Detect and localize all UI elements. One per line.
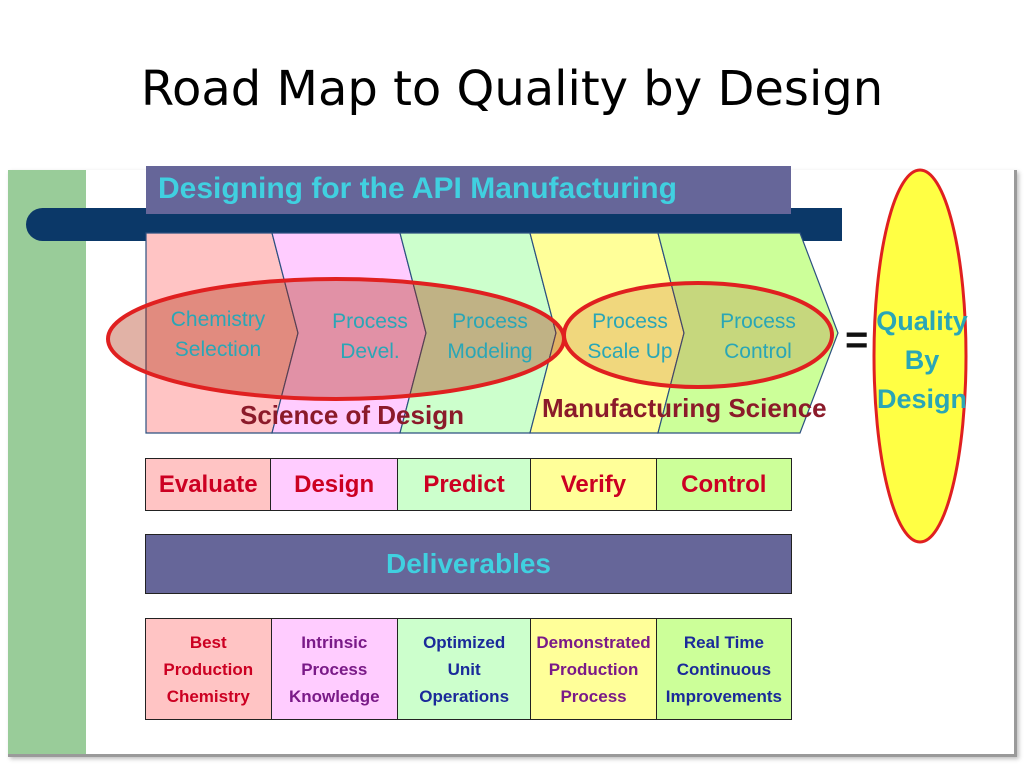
- deliverable-real-time-continuous-improvements: Real Time Continuous Improvements: [656, 619, 791, 719]
- deliverables-header: Deliverables: [145, 534, 792, 594]
- manufacturing-science-label: Manufacturing Science: [542, 393, 827, 423]
- step-label-process-devel: Process Devel.: [332, 310, 408, 363]
- manufacturing-science-ellipse: [562, 281, 834, 389]
- deliverables-row: Best Production Chemistry Intrinsic Proc…: [145, 618, 792, 720]
- action-verify: Verify: [531, 459, 657, 510]
- step-label-chemistry-selection: Chemistry Selection: [170, 308, 266, 361]
- slide-title: Road Map to Quality by Design: [140, 61, 884, 117]
- equals-sign: =: [845, 318, 869, 362]
- step-label-process-modeling: Process Modeling: [447, 310, 533, 363]
- action-control: Control: [656, 459, 791, 510]
- action-evaluate: Evaluate: [146, 459, 272, 510]
- action-predict: Predict: [397, 459, 532, 510]
- science-of-design-label: Science of Design: [240, 400, 464, 430]
- deliverable-best-production-chemistry: Best Production Chemistry: [146, 619, 272, 719]
- action-design: Design: [271, 459, 398, 510]
- deliverable-optimized-unit-operations: Optimized Unit Operations: [398, 619, 532, 719]
- action-row: Evaluate Design Predict Verify Control: [145, 458, 792, 511]
- deliverable-intrinsic-process-knowledge: Intrinsic Process Knowledge: [271, 619, 399, 719]
- step-label-process-control: Process Control: [720, 310, 796, 363]
- step-label-process-scale-up: Process Scale Up: [587, 310, 673, 363]
- deliverable-demonstrated-production-process: Demonstrated Production Process: [531, 619, 657, 719]
- quality-by-design-label: Quality By Design: [876, 306, 968, 414]
- header-banner: Designing for the API Manufacturing: [146, 166, 791, 214]
- side-strip: [8, 170, 86, 754]
- quality-by-design-ellipse: [872, 168, 968, 544]
